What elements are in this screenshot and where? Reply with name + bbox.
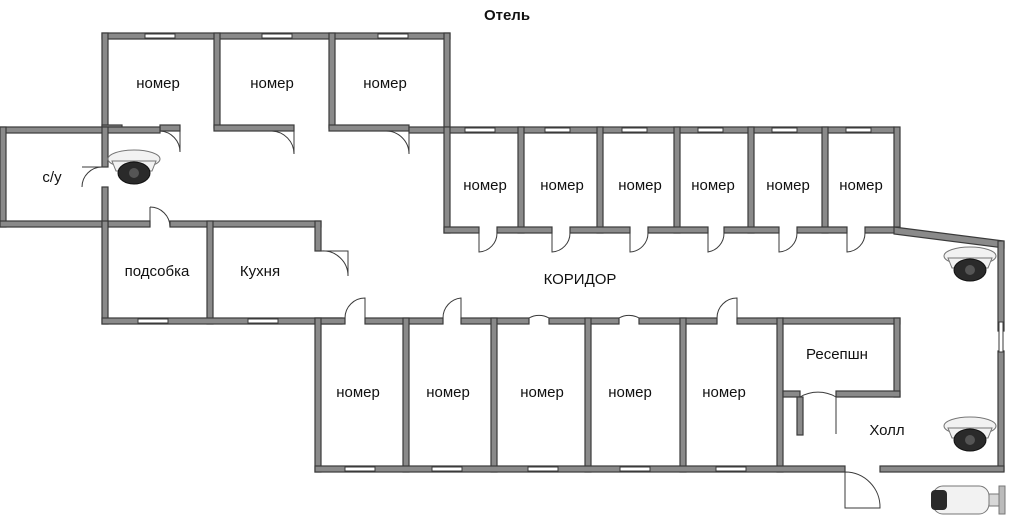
corridor-label: КОРИДОР: [544, 271, 617, 288]
windows: [137, 33, 1004, 472]
room-south-2-label: номер: [426, 384, 470, 401]
room-east-5-label: номер: [766, 177, 810, 194]
plan-title: Отель: [484, 7, 530, 24]
bullet-camera-icon: [931, 485, 1006, 515]
room-south-3-label: номер: [520, 384, 564, 401]
room-east-2-label: номер: [540, 177, 584, 194]
room-top-1-label: номер: [136, 75, 180, 92]
reception-label: Ресепшн: [806, 346, 868, 363]
doors: [81, 130, 881, 509]
wc-label: с/у: [42, 169, 62, 186]
room-south-5-label: номер: [702, 384, 746, 401]
room-east-4-label: номер: [691, 177, 735, 194]
room-top-2-label: номер: [250, 75, 294, 92]
room-east-6-label: номер: [839, 177, 883, 194]
storage-label: подсобка: [125, 263, 190, 280]
dome-camera-icon: [107, 149, 161, 185]
dome-camera-icon: [943, 246, 997, 282]
room-south-4-label: номер: [608, 384, 652, 401]
walls: [0, 32, 1005, 473]
room-east-3-label: номер: [618, 177, 662, 194]
room-top-3-label: номер: [363, 75, 407, 92]
dome-camera-icon: [943, 416, 997, 452]
kitchen-label: Кухня: [240, 263, 280, 280]
room-south-1-label: номер: [336, 384, 380, 401]
hall-label: Холл: [869, 422, 904, 439]
room-east-1-label: номер: [463, 177, 507, 194]
